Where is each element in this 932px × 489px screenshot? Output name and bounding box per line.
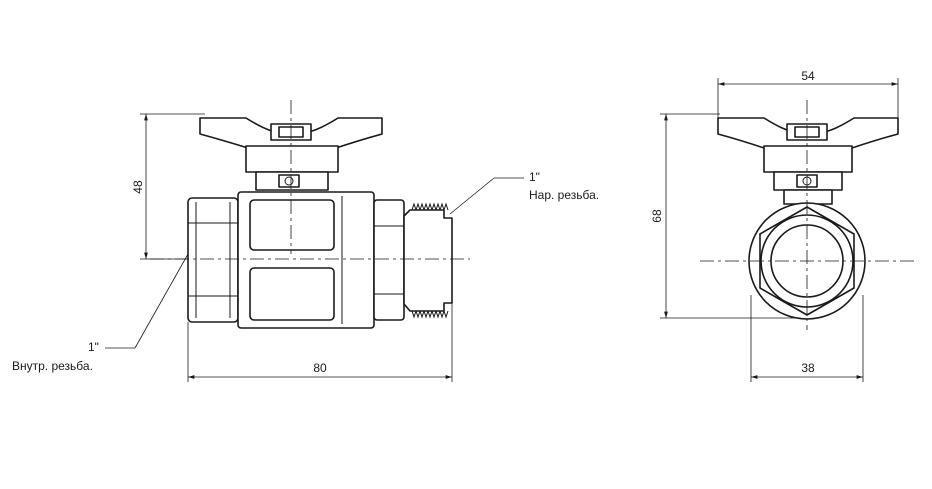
dimension-length-front-label: 80 [313,361,327,375]
female-thread-size: 1" [88,340,99,354]
dimension-height-front [140,113,205,260]
dimension-height-side [660,113,800,319]
dimension-diameter-side-label: 38 [801,361,815,375]
male-thread-size: 1" [529,170,540,184]
front-view [187,117,453,329]
dimension-height-front-label: 48 [131,180,145,194]
dimension-height-side-label: 68 [650,209,664,223]
stem-block [245,145,339,173]
side-view [717,117,899,320]
male-thread-label: Нар. резьба. [529,188,599,202]
dimension-width-side [717,78,899,118]
male-thread [403,209,453,312]
side-stem-block [763,145,853,173]
dimension-diameter-side [750,295,864,382]
female-thread-label: Внутр. резьба. [12,359,93,373]
hex-nut [373,199,405,321]
dimension-width-side-label: 54 [801,69,815,83]
female-thread-leader [105,253,189,349]
dimension-length-front [187,303,453,382]
male-thread-leader [449,177,524,215]
